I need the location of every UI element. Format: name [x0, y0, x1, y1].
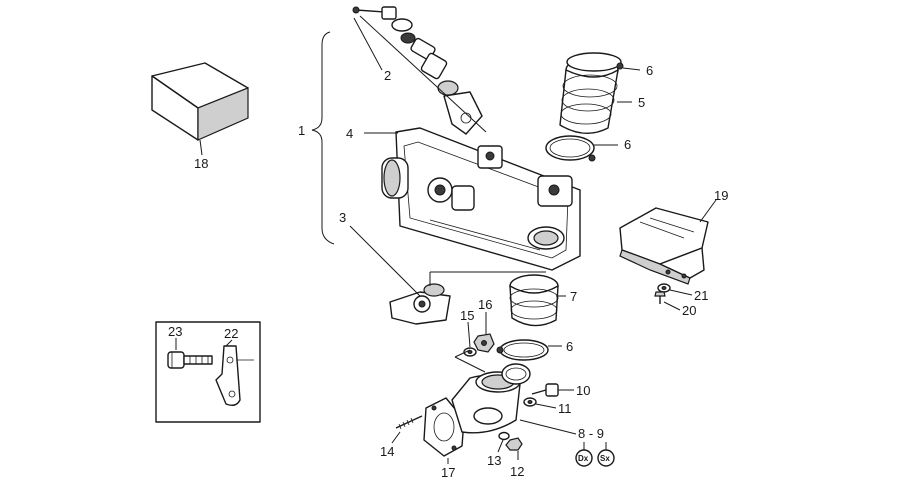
part-6-clamp-lower [496, 339, 562, 361]
washer-nut-leader-2 [454, 356, 486, 373]
part-18-cover-plate [151, 62, 249, 156]
label-4: 4 [346, 126, 353, 141]
part-15-washer [463, 321, 477, 357]
part-12-screw [505, 437, 523, 460]
label-21: 21 [694, 288, 708, 303]
parts-8-9-leader [519, 419, 577, 435]
label-14: 14 [380, 444, 394, 459]
washer-nut-leader [454, 349, 471, 358]
part-20-screw [654, 291, 681, 311]
side-marker-left: Sx [597, 442, 615, 467]
label-11: 11 [558, 401, 572, 416]
part-4-throttle-body [364, 127, 581, 271]
label-17: 17 [441, 465, 455, 480]
part-21-washer [657, 283, 693, 296]
assembly-1-bracket [311, 31, 335, 245]
label-20: 20 [682, 303, 696, 318]
label-18: 18 [194, 156, 208, 171]
label-8-9: 8 - 9 [578, 426, 604, 441]
svg-text:Dx: Dx [578, 454, 589, 463]
side-marker-right: Dx [575, 442, 593, 467]
part-7-rubber-sleeve [509, 274, 566, 327]
part-6-clamp-top [566, 52, 641, 72]
part-23-bolt [167, 338, 213, 369]
label-15: 15 [460, 308, 474, 323]
part-10-screw [531, 383, 574, 397]
part-11-washer [523, 397, 557, 409]
label-6-lower: 6 [566, 339, 573, 354]
label-12: 12 [510, 464, 524, 479]
part-13-washer [497, 431, 510, 453]
label-16: 16 [478, 297, 492, 312]
label-1: 1 [298, 123, 305, 138]
label-6-middle: 6 [624, 137, 631, 152]
label-19: 19 [714, 188, 728, 203]
label-23: 23 [168, 324, 182, 339]
part-14-stud [391, 415, 423, 444]
label-10: 10 [576, 383, 590, 398]
svg-text:Sx: Sx [600, 454, 610, 463]
part-22-bracket [215, 339, 254, 407]
label-5: 5 [638, 95, 645, 110]
part-2-cable-fitting [352, 6, 487, 135]
inset-detail-box [155, 321, 261, 423]
part-6-clamp-middle [545, 135, 618, 162]
part-3-sensor [349, 225, 546, 325]
part-19-side-cover [619, 199, 717, 285]
part-16-nut [473, 312, 495, 353]
label-2: 2 [384, 68, 391, 83]
label-6-top: 6 [646, 63, 653, 78]
label-22: 22 [224, 326, 238, 341]
part-17-intake-manifold [423, 363, 531, 464]
label-3: 3 [339, 210, 346, 225]
label-13: 13 [487, 453, 501, 468]
label-7: 7 [570, 289, 577, 304]
